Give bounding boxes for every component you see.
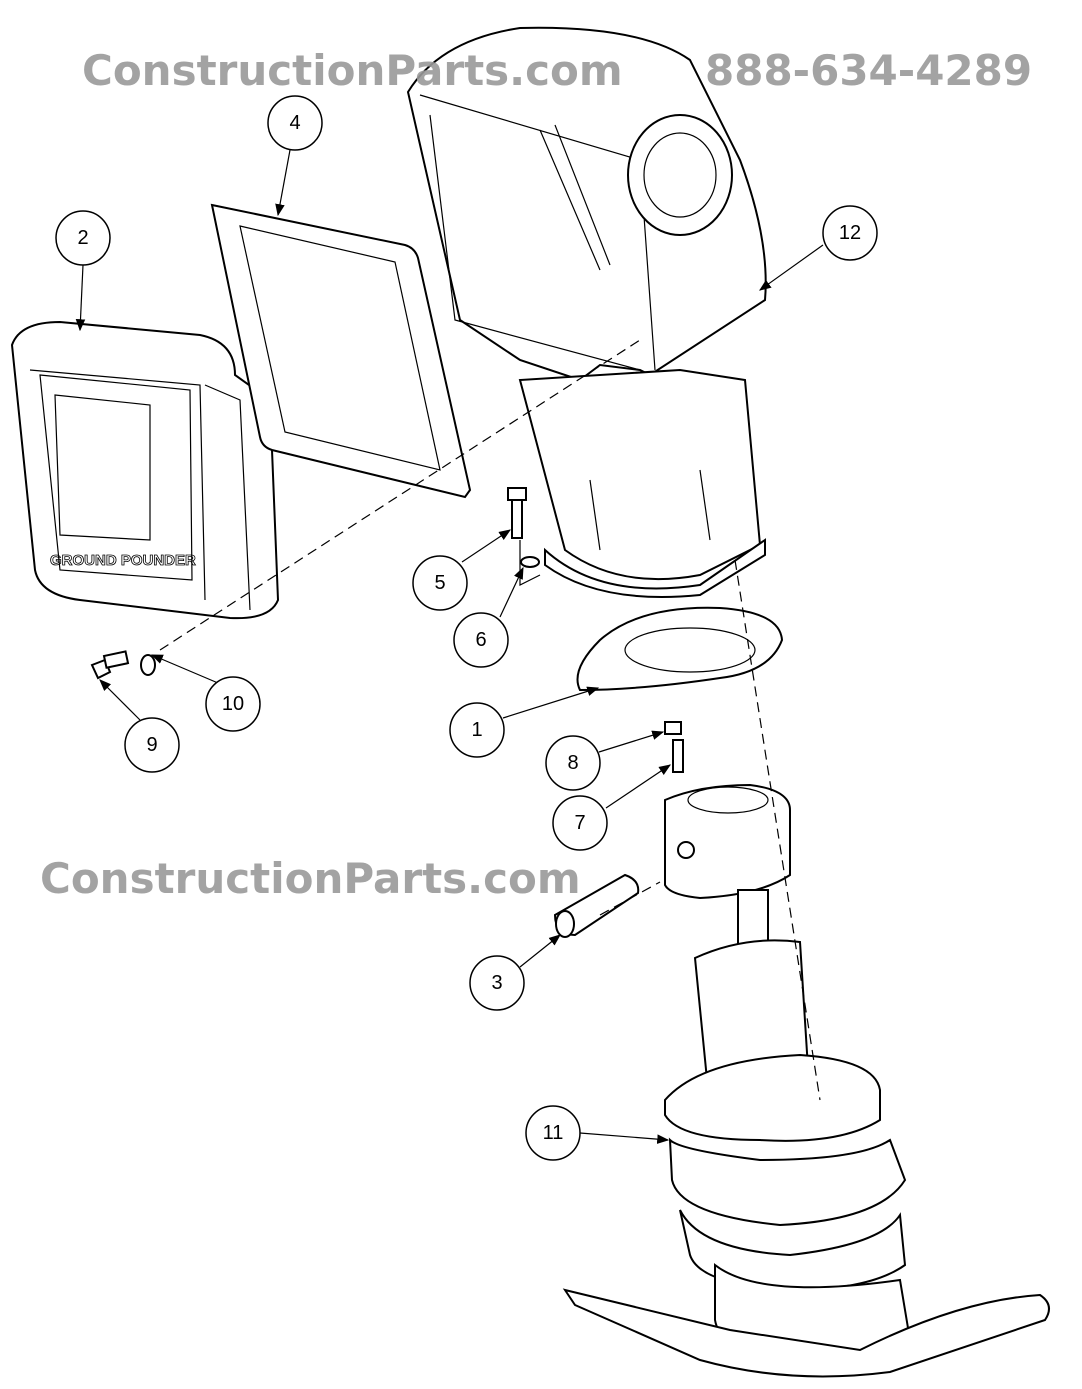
watermark-site-middle: ConstructionParts.com: [40, 854, 581, 903]
callout-4: 4: [267, 95, 323, 151]
svg-text:9: 9: [146, 734, 157, 756]
part-8-nut: [664, 721, 682, 735]
part-5-bolt: [507, 487, 527, 539]
callout-12: 12: [822, 205, 878, 261]
callout-10: 10: [205, 676, 261, 732]
callout-3: 3: [469, 955, 525, 1011]
svg-text:12: 12: [839, 222, 861, 244]
watermark-phone: 888-634-4289: [705, 46, 1033, 95]
svg-text:7: 7: [574, 812, 585, 834]
part-11-lower-assembly: [562, 889, 1050, 1378]
svg-text:4: 4: [289, 112, 300, 134]
part-7-pin: [672, 739, 684, 773]
svg-text:6: 6: [475, 629, 486, 651]
callout-6: 6: [453, 612, 509, 668]
part-1-plate: [576, 606, 784, 692]
ground-pounder-logo: GROUND POUNDER: [50, 552, 196, 569]
part-4-gasket: [210, 203, 472, 499]
alignment-lines: [159, 339, 821, 1101]
part-6-washer: [520, 556, 540, 568]
callout-2: 2: [55, 210, 111, 266]
svg-text:1: 1: [471, 719, 482, 741]
svg-text:8: 8: [567, 752, 578, 774]
callout-7: 7: [552, 795, 608, 851]
part-9-bolt: [90, 650, 130, 680]
callout-8: 8: [545, 735, 601, 791]
part-3-pin: [553, 873, 640, 938]
svg-text:10: 10: [222, 693, 244, 715]
svg-text:11: 11: [543, 1122, 564, 1144]
leader-lines: [75, 149, 824, 1144]
callout-1: 1: [449, 702, 505, 758]
callout-11: 11: [525, 1105, 581, 1161]
callout-5: 5: [412, 555, 468, 611]
part-10-washer: [140, 654, 156, 676]
watermark-site-top: ConstructionParts.com: [82, 46, 623, 95]
svg-text:5: 5: [434, 572, 445, 594]
callout-9: 9: [124, 717, 180, 773]
part-12-housing: [406, 26, 767, 598]
part-2-front-cover: GROUND POUNDER: [10, 320, 280, 620]
svg-text:3: 3: [491, 972, 502, 994]
coupler: [664, 783, 791, 900]
svg-text:2: 2: [77, 227, 88, 249]
